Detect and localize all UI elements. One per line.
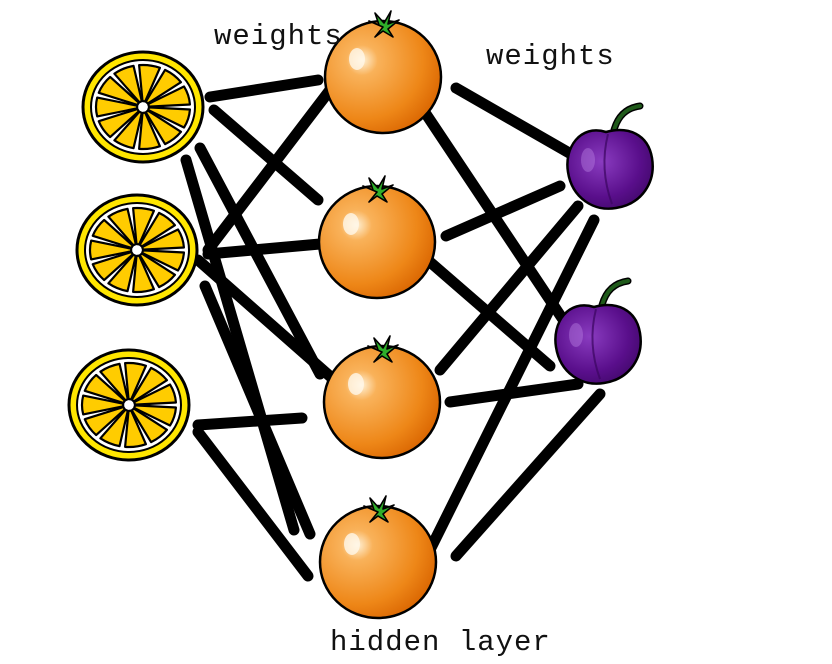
connection-line bbox=[194, 142, 326, 380]
connection-line bbox=[202, 84, 336, 256]
connection-line bbox=[192, 412, 308, 431]
orange-icon bbox=[322, 335, 442, 460]
connection-line bbox=[450, 82, 584, 164]
weights-label-right: weights bbox=[486, 40, 615, 73]
hidden-layer bbox=[317, 10, 443, 620]
lemon-slice-icon bbox=[67, 348, 191, 462]
orange-leaf-icon bbox=[368, 10, 400, 38]
orange-icon bbox=[317, 175, 437, 300]
orange-icon bbox=[318, 495, 438, 620]
connection-line bbox=[208, 104, 324, 206]
output-layer bbox=[554, 102, 654, 385]
weights-label-left: weights bbox=[214, 20, 343, 53]
connection-line bbox=[410, 214, 600, 584]
connection-line bbox=[440, 180, 566, 242]
connection-line bbox=[199, 280, 316, 540]
connection-line bbox=[202, 238, 326, 260]
lemon-slice-icon bbox=[75, 193, 199, 307]
hidden-layer-label: hidden layer bbox=[330, 626, 551, 659]
input-hidden-connections bbox=[180, 74, 338, 582]
plum-icon bbox=[554, 277, 642, 385]
connection-line bbox=[434, 200, 584, 376]
orange-leaf-icon bbox=[362, 175, 394, 203]
orange-leaf-icon bbox=[363, 495, 395, 523]
orange-leaf-icon bbox=[367, 335, 399, 363]
connection-line bbox=[192, 254, 338, 384]
connection-line bbox=[192, 426, 314, 582]
plum-icon bbox=[566, 102, 654, 210]
connection-line bbox=[450, 388, 606, 562]
input-layer bbox=[67, 50, 205, 462]
orange-icon bbox=[323, 10, 443, 135]
connection-line bbox=[180, 154, 300, 536]
lemon-slice-icon bbox=[81, 50, 205, 164]
hidden-output-connections bbox=[410, 82, 606, 584]
connection-line bbox=[204, 74, 324, 103]
